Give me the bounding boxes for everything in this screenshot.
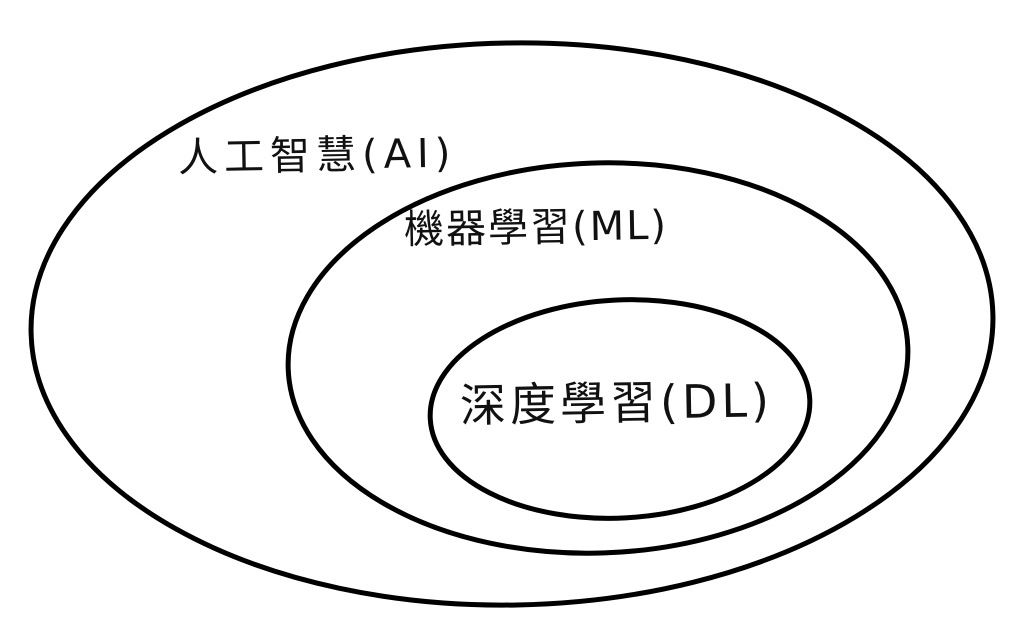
ai-ellipse xyxy=(28,40,996,608)
dl-ellipse xyxy=(427,297,813,521)
dl-label: 深度學習(DL) xyxy=(459,373,774,433)
ai-label: 人工智慧(AI) xyxy=(177,130,457,182)
ml-label: 機器學習(ML) xyxy=(403,202,669,254)
ml-ellipse xyxy=(285,160,911,556)
